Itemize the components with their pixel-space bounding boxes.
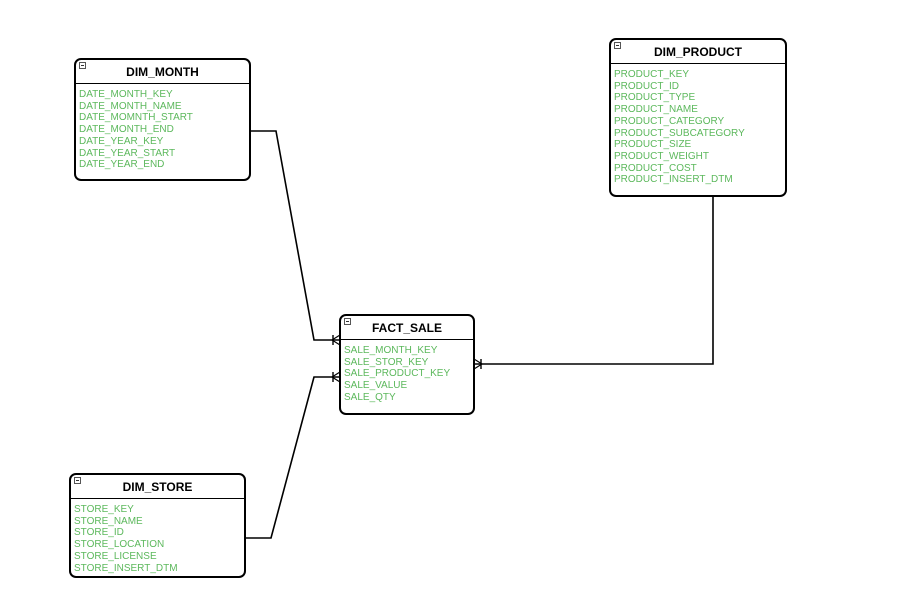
attribute-item[interactable]: DATE_YEAR_END xyxy=(79,159,165,171)
attribute-item[interactable]: PRODUCT_SUBCATEGORY xyxy=(614,127,745,139)
attribute-item[interactable]: PRODUCT_CATEGORY xyxy=(614,115,725,127)
attribute-list: STORE_KEY STORE_NAME STORE_ID STORE_LOCA… xyxy=(71,499,244,574)
attribute-item[interactable]: PRODUCT_WEIGHT xyxy=(614,150,709,162)
attribute-item[interactable]: SALE_MONTH_KEY xyxy=(344,345,438,356)
attribute-item[interactable]: SALE_VALUE xyxy=(344,380,408,392)
attribute-item[interactable]: STORE_INSERT_DTM xyxy=(74,562,178,574)
attribute-item[interactable]: DATE_YEAR_START xyxy=(79,147,176,159)
collapse-icon[interactable] xyxy=(79,62,86,69)
attribute-item[interactable]: DATE_YEAR_KEY xyxy=(79,135,164,147)
attribute-list: DATE_MONTH_KEY DATE_MONTH_NAME DATE_MOMN… xyxy=(76,84,249,171)
entity-header: FACT_SALE xyxy=(341,316,473,340)
relationship-dim-product-fact-sale[interactable] xyxy=(473,197,714,370)
entity-title: DIM_PRODUCT xyxy=(653,45,742,59)
collapse-icon[interactable] xyxy=(74,477,81,484)
entity-dim-product[interactable]: DIM_PRODUCT PRODUCT_KEY PRODUCT_ID PRODU… xyxy=(609,38,787,197)
collapse-icon[interactable] xyxy=(344,318,351,325)
attribute-item[interactable]: PRODUCT_NAME xyxy=(614,104,698,116)
attribute-item[interactable]: DATE_MONTH_NAME xyxy=(79,100,182,112)
attribute-item[interactable]: PRODUCT_SIZE xyxy=(614,139,692,151)
entity-title: DIM_STORE xyxy=(122,480,193,494)
collapse-icon[interactable] xyxy=(614,42,621,49)
attribute-item[interactable]: PRODUCT_TYPE xyxy=(614,92,696,104)
entity-fact-sale[interactable]: FACT_SALE SALE_MONTH_KEY SALE_STOR_KEY S… xyxy=(339,314,475,415)
relationship-dim-store-fact-sale[interactable] xyxy=(245,371,341,539)
attribute-list: SALE_MONTH_KEY SALE_STOR_KEY SALE_PRODUC… xyxy=(341,340,473,404)
attribute-item[interactable]: DATE_MONTH_END xyxy=(79,124,174,136)
attribute-item[interactable]: DATE_MOMNTH_START xyxy=(79,112,193,124)
attribute-item[interactable]: SALE_QTY xyxy=(344,391,396,403)
attribute-list: PRODUCT_KEY PRODUCT_ID PRODUCT_TYPE PROD… xyxy=(611,64,785,186)
attribute-item[interactable]: STORE_NAME xyxy=(74,515,143,527)
attribute-item[interactable]: STORE_KEY xyxy=(74,504,134,515)
attribute-item[interactable]: STORE_LOCATION xyxy=(74,539,165,551)
entity-header: DIM_MONTH xyxy=(76,60,249,84)
attribute-item[interactable]: DATE_MONTH_KEY xyxy=(79,89,173,100)
entity-header: DIM_PRODUCT xyxy=(611,40,785,64)
entity-dim-month[interactable]: DIM_MONTH DATE_MONTH_KEY DATE_MONTH_NAME… xyxy=(74,58,251,181)
entity-title: FACT_SALE xyxy=(371,321,442,335)
attribute-item[interactable]: SALE_PRODUCT_KEY xyxy=(344,368,451,380)
relationship-dim-month-fact-sale[interactable] xyxy=(250,130,341,346)
entity-dim-store[interactable]: DIM_STORE STORE_KEY STORE_NAME STORE_ID … xyxy=(69,473,246,578)
entity-title: DIM_MONTH xyxy=(126,65,199,79)
attribute-item[interactable]: SALE_STOR_KEY xyxy=(344,356,429,368)
attribute-item[interactable]: PRODUCT_INSERT_DTM xyxy=(614,174,733,186)
attribute-item[interactable]: PRODUCT_ID xyxy=(614,80,680,92)
attribute-item[interactable]: STORE_LICENSE xyxy=(74,550,157,562)
entity-header: DIM_STORE xyxy=(71,475,244,499)
attribute-item[interactable]: PRODUCT_COST xyxy=(614,162,697,174)
attribute-item[interactable]: STORE_ID xyxy=(74,527,124,539)
attribute-item[interactable]: PRODUCT_KEY xyxy=(614,69,690,80)
